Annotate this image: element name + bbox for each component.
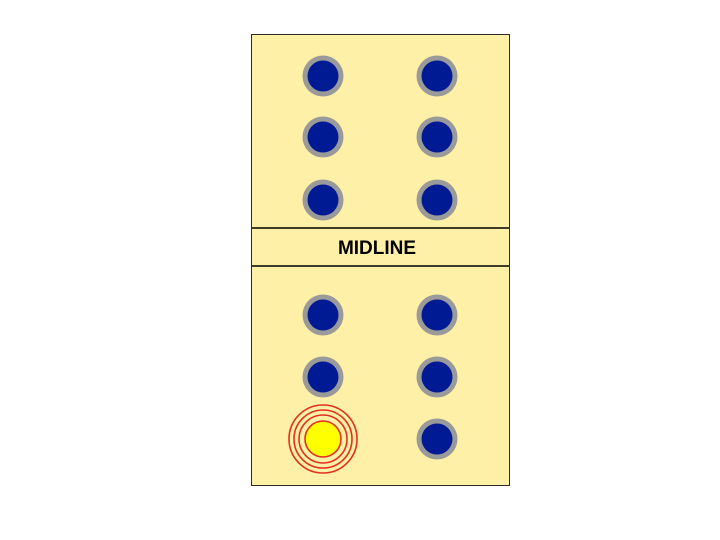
midline-label: MIDLINE [338, 238, 416, 259]
highlight-ring [298, 414, 348, 464]
top-dot-r3-c2 [416, 179, 458, 221]
top-dot-r2-c2 [416, 116, 458, 158]
top-dot-r1-c1 [302, 55, 344, 97]
bottom-dot-r3-c2 [416, 418, 458, 460]
dot-core [421, 60, 453, 92]
dot-core [421, 184, 453, 216]
highlight-ring [288, 404, 358, 474]
dot-core [307, 361, 339, 393]
dot-core [421, 361, 453, 393]
dot-core [307, 60, 339, 92]
midline-band [252, 228, 509, 267]
dot-core [307, 121, 339, 153]
dot-core [307, 299, 339, 331]
dot-core [421, 121, 453, 153]
bottom-dot-group [288, 294, 458, 474]
dot-core [421, 299, 453, 331]
highlighted-dot-core [304, 420, 342, 458]
top-dot-r2-c1 [302, 116, 344, 158]
bottom-dot-r1-c1 [302, 294, 344, 336]
top-dot-r3-c1 [302, 179, 344, 221]
bottom-dot-r1-c2 [416, 294, 458, 336]
bottom-dot-r2-c2 [416, 356, 458, 398]
dot-core [421, 423, 453, 455]
top-dot-r1-c2 [416, 55, 458, 97]
bottom-dot-r2-c1 [302, 356, 344, 398]
top-dot-group [302, 55, 458, 221]
highlighted-dot-r3-c1 [288, 404, 358, 474]
dot-core [307, 184, 339, 216]
highlight-ring [293, 409, 353, 469]
